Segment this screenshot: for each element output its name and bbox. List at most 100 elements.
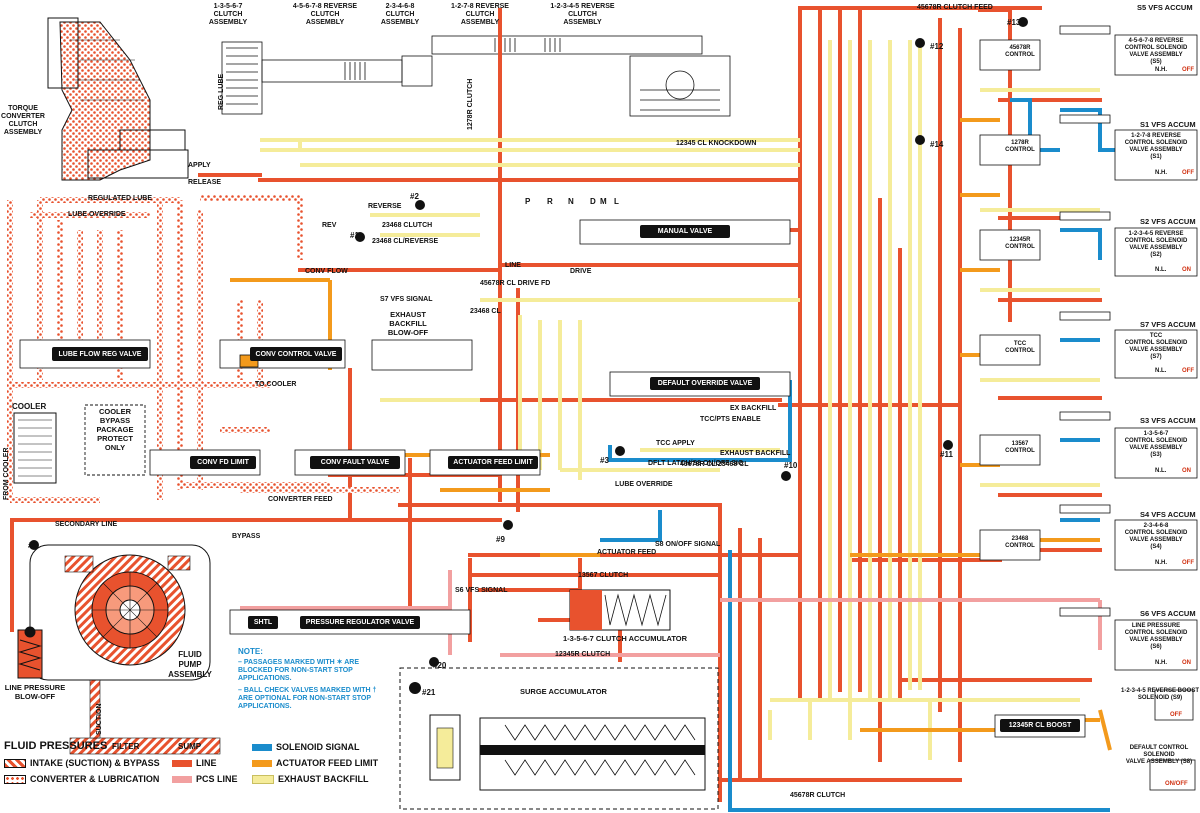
passage-s8-on-off-signal: S8 ON/OFF SIGNAL (655, 541, 721, 548)
filter-label: FILTER (112, 742, 140, 751)
solenoid-label-s5: 4-5-6-7-8 REVERSE CONTROL SOLENOID VALVE… (1124, 38, 1188, 65)
state-s4-off: OFF (1182, 560, 1194, 566)
cl-boost-valve: 12345R CL BOOST (1000, 719, 1080, 732)
control-valve-tcc: TCC CONTROL (1005, 341, 1035, 354)
legend-item-pcs: PCS LINE (172, 774, 238, 784)
ball-check-dots (29, 17, 1028, 694)
fluid-pump-label: FLUID PUMP ASSEMBLY (168, 650, 212, 679)
surge-accumulator-label: SURGE ACCUMULATOR (520, 687, 607, 696)
cooler-drawing (13, 404, 146, 484)
manual-valve: MANUAL VALVE (640, 225, 730, 238)
legend-label-act: ACTUATOR FEED LIMIT (276, 758, 379, 768)
sump-label: SUMP (178, 742, 202, 751)
legend-label-sol: SOLENOID SIGNAL (276, 742, 360, 752)
state-s4-nh: N.H. (1155, 560, 1167, 566)
solenoid-label-s2: 1-2-3-4-5 REVERSE CONTROL SOLENOID VALVE… (1124, 231, 1188, 258)
exhaust-backfill-passages (260, 40, 1100, 760)
passage-ex-backfill: EX BACKFILL (730, 405, 777, 412)
state-s3-nl: N.L. (1155, 468, 1167, 474)
legend-item-intake: INTAKE (SUCTION) & BYPASS (4, 758, 160, 768)
shuttle-valve: SHTL (248, 616, 278, 629)
passage-to-cooler: TO COOLER (255, 381, 297, 388)
state-s7-nl: N.L. (1155, 368, 1167, 374)
passage-lube-override: LUBE OVERRIDE (68, 211, 126, 218)
legend-item-lube: CONVERTER & LUBRICATION (4, 774, 159, 784)
fluid-pump-drawing (29, 544, 211, 681)
gear-position-d: D (590, 197, 596, 206)
legend-item-act: ACTUATOR FEED LIMIT (252, 758, 378, 768)
state-s7-off: OFF (1182, 368, 1194, 374)
ball-check-21: #21 (422, 688, 436, 697)
ball-check-2: #2 (410, 192, 419, 201)
exhaust-backfill-blowoff-label: EXHAUST BACKFILL BLOW-OFF (387, 310, 429, 337)
passage-converter-feed: CONVERTER FEED (268, 496, 333, 503)
control-valve-bodies (979, 39, 1041, 561)
passage-13567-clutch: 13567 CLUTCH (578, 572, 629, 579)
conv-fd-limit-valve: CONV FD LIMIT (190, 456, 256, 469)
accum-title-s2: S2 VFS ACCUM (1140, 217, 1196, 226)
passage-conv-flow: CONV FLOW (305, 268, 348, 275)
ball-check-14: #14 (930, 140, 944, 149)
passage-45678r-cl-drive-fd: 45678R CL DRIVE FD (480, 280, 551, 287)
surge-accumulator-drawing (399, 667, 719, 810)
gear-position-n: N (568, 197, 574, 206)
legend-swatch-pcs (172, 775, 192, 783)
ball-check-1: #1 (350, 231, 359, 240)
accum-title-s5: S5 VFS ACCUM (1137, 3, 1193, 12)
state-s1-off: OFF (1182, 170, 1194, 176)
passage-23468-cl-reverse: 23468 CL/REVERSE (372, 238, 439, 245)
legend-swatch-line (172, 759, 192, 767)
solenoid-label-s3: 1-3-5-6-7 CONTROL SOLENOID VALVE ASSEMBL… (1124, 431, 1188, 458)
note-title: NOTE: (238, 647, 263, 656)
state-s5-off: OFF (1182, 67, 1194, 73)
accum-title-s3: S3 VFS ACCUM (1140, 416, 1196, 425)
legend-label-intake: INTAKE (SUCTION) & BYPASS (30, 758, 160, 768)
ball-check-8: #8 (28, 541, 37, 550)
accum-title-s4: S4 VFS ACCUM (1140, 510, 1196, 519)
state-s3-on: ON (1182, 468, 1191, 474)
note-box: NOTE: – PASSAGES MARKED WITH ✶ ARE BLOCK… (238, 648, 388, 715)
solenoid-bodies (1059, 25, 1198, 791)
gear-position-r: R (547, 197, 553, 206)
note-item-1: – PASSAGES MARKED WITH ✶ ARE BLOCKED FOR… (238, 659, 359, 682)
legend-swatch-lube (4, 774, 26, 784)
gear-position-m: M (600, 197, 607, 206)
ball-check-3: #3 (600, 456, 609, 465)
passage-12345-cl-knockdown: 12345 CL KNOCKDOWN (676, 140, 757, 147)
intake-passages (69, 679, 221, 755)
passage-reverse: REVERSE (368, 203, 402, 210)
state-s2-nl: N.L. (1155, 267, 1167, 273)
cooler-bypass-label: COOLER BYPASS PACKAGE PROTECT ONLY (96, 407, 134, 452)
cooler-label: COOLER (12, 402, 47, 411)
accum-title-s7: S7 VFS ACCUM (1140, 320, 1196, 329)
solenoid-label-s9: 1-2-3-4-5 REVERSE BOOST SOLENOID (S9) (1120, 688, 1200, 701)
gear-position-p: P (525, 197, 531, 206)
control-valve-12345r: 12345R CONTROL (1005, 237, 1035, 250)
legend-swatch-intake (4, 758, 26, 768)
ball-check-9: #9 (496, 535, 505, 544)
state-s5-nh: N.H. (1155, 67, 1167, 73)
legend-label-pcs: PCS LINE (196, 774, 238, 784)
state-s6-on: ON (1182, 660, 1191, 666)
passage-1278r-clutch: 1278R CLUTCH (467, 78, 474, 130)
control-valve-13567: 13567 CONTROL (1005, 441, 1035, 454)
actuator-feed-passages (230, 118, 1112, 751)
ball-check-10: #10 (784, 461, 798, 470)
passage-45678r-clutch-feed: 45678R CLUTCH FEED (917, 4, 993, 11)
state-s1-nh: N.H. (1155, 170, 1167, 176)
passage-drive: DRIVE (570, 268, 592, 275)
solenoid-label-s4: 2-3-4-6-8 CONTROL SOLENOID VALVE ASSEMBL… (1124, 523, 1188, 550)
gear-position-l: L (614, 197, 619, 206)
torque-converter-drawing (47, 17, 189, 181)
state-s9-off: OFF (1170, 712, 1182, 718)
suction-label: SUCTION (96, 703, 103, 736)
legend-label-lube: CONVERTER & LUBRICATION (30, 774, 160, 784)
torque-converter-label: TORQUE CONVERTER CLUTCH ASSEMBLY (1, 105, 45, 136)
pressure-regulator-valve: PRESSURE REGULATOR VALVE (300, 616, 420, 629)
accum-title-s6: S6 VFS ACCUM (1140, 609, 1196, 618)
legend-label-exh: EXHAUST BACKFILL (278, 774, 369, 784)
lube-flow-reg-valve: LUBE FLOW REG VALVE (52, 347, 148, 361)
passage-release: RELEASE (188, 179, 222, 186)
